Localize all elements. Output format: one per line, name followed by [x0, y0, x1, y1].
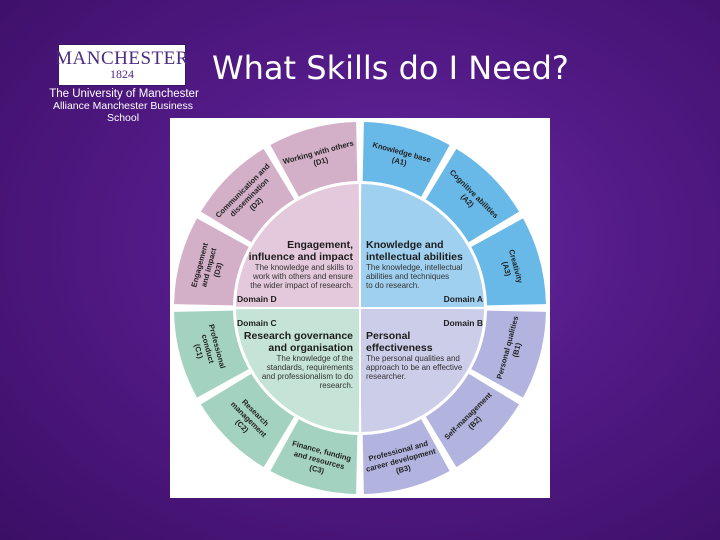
ring-sector-a3: [471, 218, 546, 306]
domain-a: Knowledge and intellectual abilities The…: [366, 239, 483, 304]
ring-label-d3-line3: (D3): [212, 261, 225, 278]
domain-d-desc-line3: the wider impact of research.: [250, 281, 353, 290]
domain-b-title-line1: Personal: [366, 330, 410, 342]
ring-sector-a2: [425, 148, 520, 243]
domain-c-desc-line3: and professionalism to do: [262, 372, 354, 381]
domain-c-title-line2: and organisation: [268, 342, 353, 354]
skills-wheel: Knowledge base(A1)Cognitive abilities(A2…: [174, 122, 546, 494]
domain-c: Domain C Research governance and organis…: [237, 318, 354, 390]
domain-c-quadrant: [236, 308, 360, 432]
domain-b-label: Domain B: [443, 318, 483, 328]
domain-a-desc-line1: The knowledge, intellectual: [366, 263, 463, 272]
domain-d: Engagement, influence and impact The kno…: [237, 239, 354, 304]
outer-ring-sectors: [174, 122, 546, 494]
ring-label-a3-line2: (A3): [500, 260, 513, 277]
logo-school-name: Alliance Manchester Business School: [52, 100, 194, 124]
ring-label-c3-line3: (C3): [308, 463, 325, 476]
domain-d-label: Domain D: [237, 294, 277, 304]
domain-c-desc-line4: research.: [320, 381, 353, 390]
inner-domains: [236, 184, 484, 432]
ring-sector-b3: [362, 419, 450, 494]
logo-university-name: The University of Manchester: [49, 88, 199, 100]
ring-sector-d3: [174, 218, 249, 306]
domain-a-title-line1: Knowledge and: [366, 239, 444, 251]
slide-title: What Skills do I Need?: [212, 49, 569, 87]
domain-d-desc-line1: The knowledge and skills to: [255, 263, 354, 272]
ring-label-b1-line2: (B1): [510, 341, 523, 358]
domain-a-title-line2: intellectual abilities: [366, 251, 463, 263]
ring-sector-b2: [425, 373, 520, 468]
domain-d-desc-line2: work with others and ensure: [252, 272, 354, 281]
domain-b-desc-line2: approach to be an effective: [366, 363, 463, 372]
logo-year: 1824: [110, 67, 134, 81]
ring-sector-a1: [362, 122, 450, 197]
domain-c-desc-line1: The knowledge of the: [277, 354, 354, 363]
domain-c-desc-line2: standards, requirements: [267, 363, 353, 372]
domain-a-desc-line3: to do research.: [366, 281, 419, 290]
ring-sector-d2: [200, 148, 295, 243]
logo-wordmark: MANCHESTER: [55, 48, 189, 69]
ring-sector-d1: [270, 122, 358, 197]
ring-sector-b1: [471, 310, 546, 398]
domain-d-title-line2: influence and impact: [249, 251, 354, 263]
domain-c-title-line1: Research governance: [244, 330, 353, 342]
ring-label-d1-line2: (D1): [312, 155, 329, 168]
domain-b-desc-line3: researcher.: [366, 372, 406, 381]
ring-sector-c2: [200, 373, 295, 468]
domain-c-label: Domain C: [237, 318, 277, 328]
ring-sector-c3: [270, 419, 358, 494]
domain-b-quadrant: [360, 308, 484, 432]
domain-a-desc-line2: abilities and techniques: [366, 272, 449, 281]
domain-b-desc-line1: The personal qualities and: [366, 354, 460, 363]
skills-wheel-frame: Knowledge base(A1)Cognitive abilities(A2…: [170, 118, 550, 498]
ring-sector-c1: [174, 310, 249, 398]
ring-label-c1-line3: (C1): [192, 343, 205, 360]
domain-b: Domain B Personal effectiveness The pers…: [366, 318, 483, 381]
domain-a-quadrant: [360, 184, 484, 308]
domain-d-quadrant: [236, 184, 360, 308]
domain-d-title-line1: Engagement,: [287, 239, 353, 251]
domain-a-label: Domain A: [444, 294, 483, 304]
ring-label-b3-line3: (B3): [395, 463, 412, 476]
ring-label-a1-line2: (A1): [391, 155, 408, 168]
logo-box: MANCHESTER 1824: [55, 44, 189, 86]
domain-b-title-line2: effectiveness: [366, 342, 433, 354]
